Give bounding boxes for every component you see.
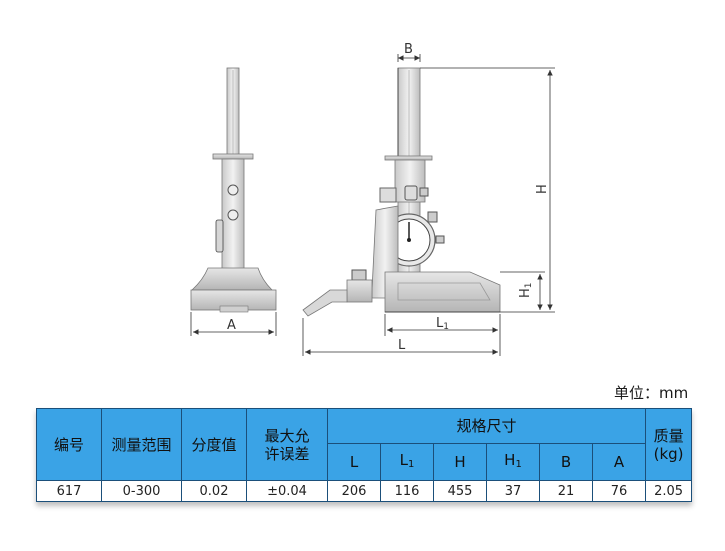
dim-label-B: B (404, 42, 413, 57)
header-L: L (327, 443, 381, 481)
header-mass: 质量(kg) (645, 408, 693, 481)
dim-label-H1: H1 (518, 282, 534, 298)
cell-error: ±0.04 (246, 480, 328, 502)
header-resolution: 分度值 (181, 408, 247, 481)
cell-B: 21 (539, 480, 593, 502)
cell-resolution: 0.02 (181, 480, 247, 502)
cell-H1: 37 (486, 480, 540, 502)
dimension-lines (190, 54, 555, 356)
front-view (190, 67, 277, 313)
table-row: 617 0-300 0.02 ±0.04 206 116 455 37 21 7… (36, 480, 693, 502)
header-H1: H1 (486, 443, 540, 481)
header-H: H (433, 443, 487, 481)
dim-label-L: L (398, 338, 406, 353)
cell-range: 0-300 (101, 480, 182, 502)
cell-L1: 116 (380, 480, 434, 502)
header-L1: L1 (380, 443, 434, 481)
dim-label-A: A (227, 318, 236, 333)
header-spec-group: 规格尺寸 (326, 408, 647, 444)
cell-code: 617 (36, 480, 102, 502)
technical-drawing: A B H H1 L1 L (190, 42, 555, 356)
spec-table: 编号 测量范围 分度值 最大允许误差 规格尺寸 质量(kg) L L1 H H1… (36, 408, 693, 502)
cell-L: 206 (327, 480, 381, 502)
cell-H: 455 (433, 480, 487, 502)
cell-mass: 2.05 (645, 480, 693, 502)
dim-label-H: H (535, 184, 550, 194)
header-max-error: 最大允许误差 (246, 408, 328, 481)
header-code: 编号 (36, 408, 102, 481)
unit-note: 单位：mm (614, 384, 689, 402)
header-range: 测量范围 (101, 408, 182, 481)
side-view (302, 67, 501, 317)
dim-label-L1: L1 (436, 316, 449, 332)
cell-A: 76 (591, 480, 647, 502)
header-B: B (539, 443, 593, 481)
header-A: A (591, 443, 647, 481)
